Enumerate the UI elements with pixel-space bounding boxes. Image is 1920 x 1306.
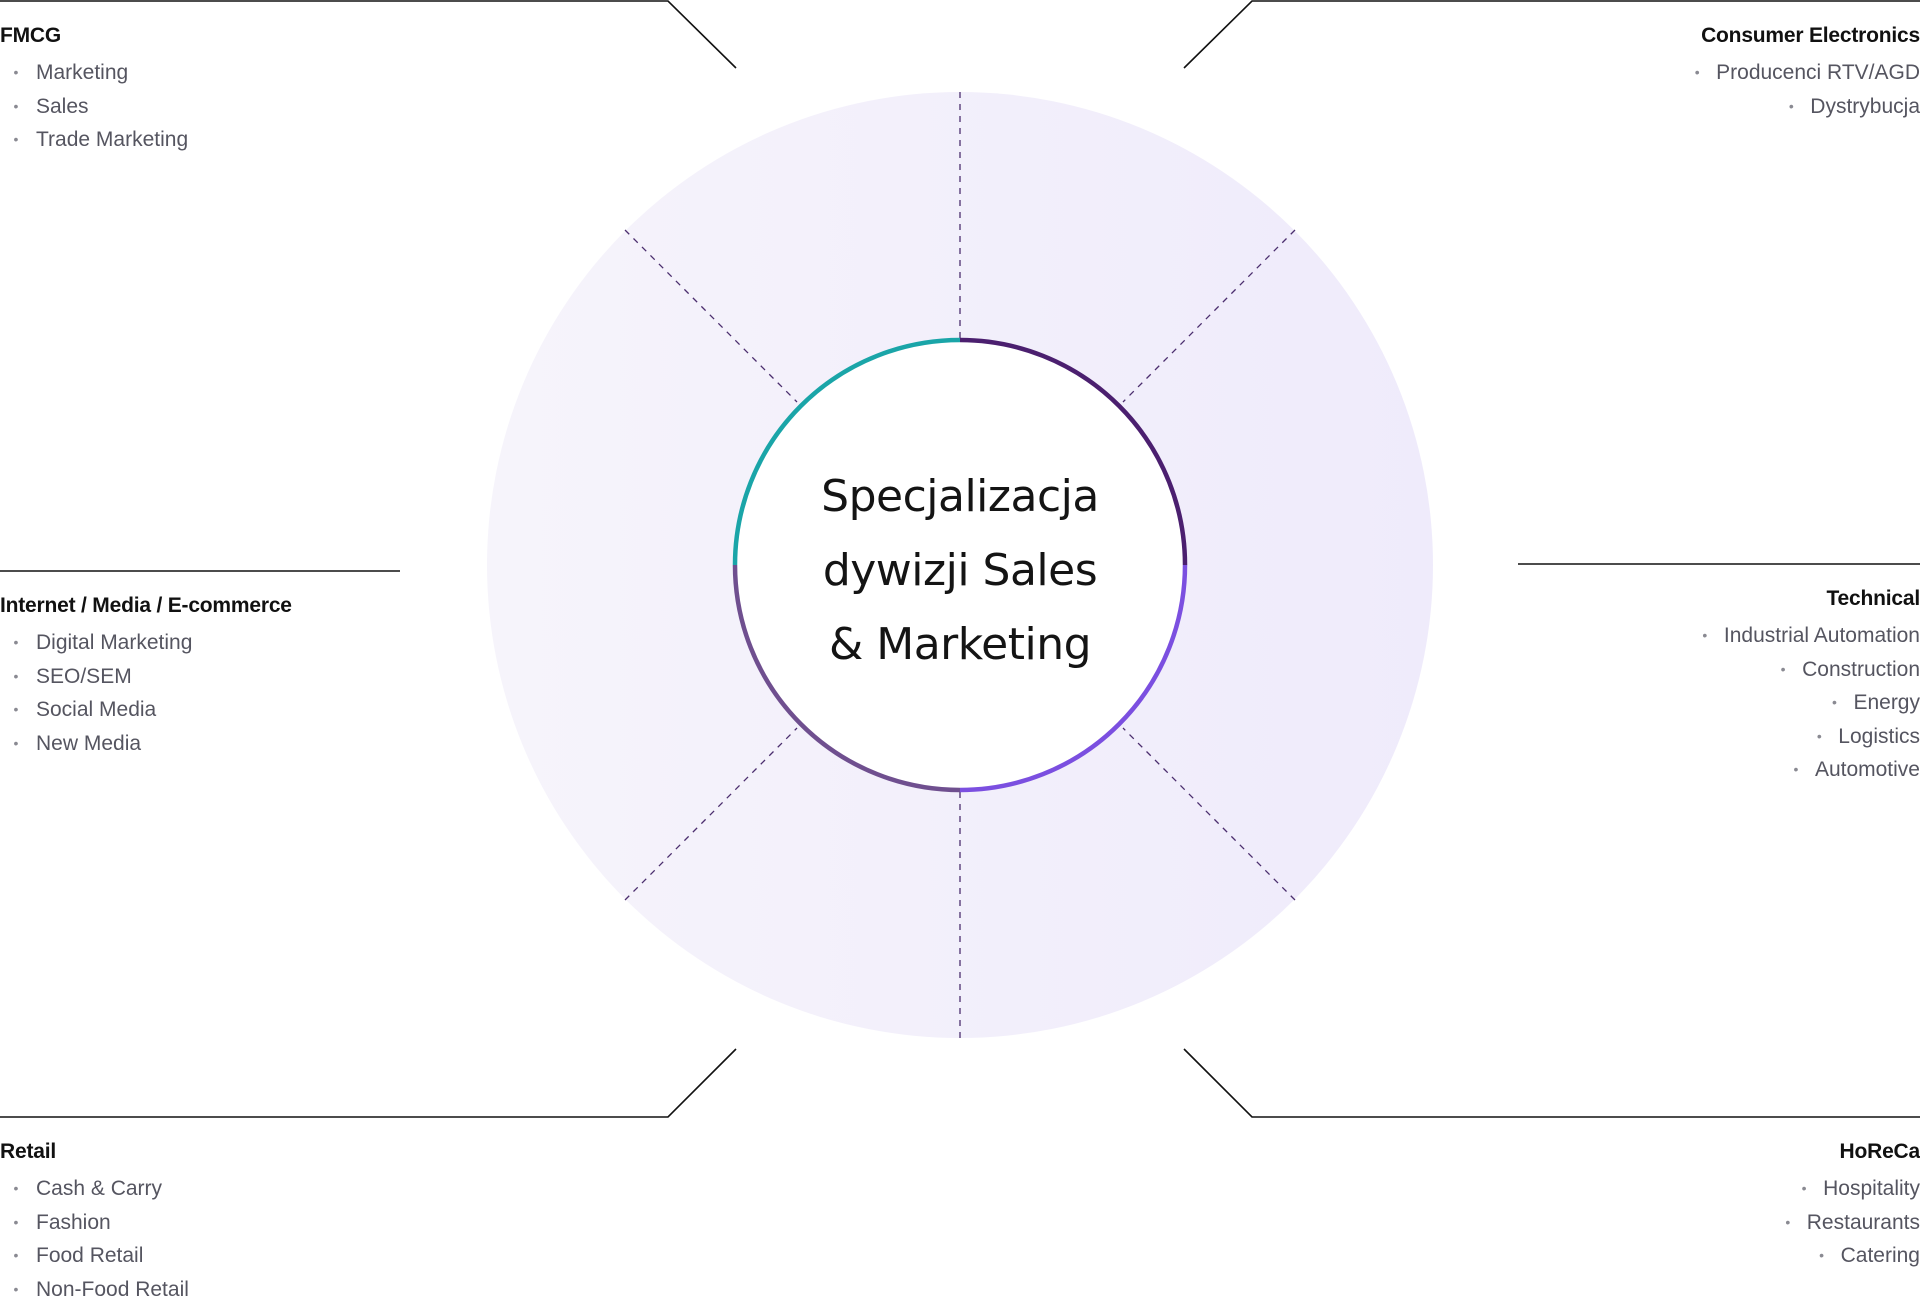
bullet-icon: • bbox=[9, 1273, 23, 1306]
bullet-icon: • bbox=[1789, 753, 1803, 787]
sector-list: •Producenci RTV/AGD •Dystrybucja bbox=[1460, 56, 1920, 123]
list-item: •Dystrybucja bbox=[1460, 90, 1920, 124]
sector-list: •Cash & Carry •Fashion •Food Retail •Non… bbox=[0, 1172, 460, 1306]
bullet-icon: • bbox=[1784, 90, 1798, 124]
list-item: •Hospitality bbox=[1460, 1172, 1920, 1206]
list-item: •Construction bbox=[1460, 653, 1920, 687]
list-item: •Catering bbox=[1460, 1239, 1920, 1273]
bullet-icon: • bbox=[1815, 1239, 1829, 1273]
sector-list: •Marketing •Sales •Trade Marketing bbox=[0, 56, 460, 157]
list-item: •Producenci RTV/AGD bbox=[1460, 56, 1920, 90]
sector-title: Internet / Media / E-commerce bbox=[0, 593, 460, 619]
bullet-icon: • bbox=[1698, 619, 1712, 653]
list-item: •Fashion bbox=[0, 1206, 460, 1240]
sector-technical: Technical •Industrial Automation •Constr… bbox=[1460, 586, 1920, 787]
list-item: •Energy bbox=[1460, 686, 1920, 720]
center-title: Specjalizacja dywizji Sales & Marketing bbox=[810, 460, 1110, 682]
sector-title: HoReCa bbox=[1460, 1139, 1920, 1165]
sector-internet-media: Internet / Media / E-commerce •Digital M… bbox=[0, 593, 460, 760]
sector-retail: Retail •Cash & Carry •Fashion •Food Reta… bbox=[0, 1139, 460, 1306]
bullet-icon: • bbox=[9, 660, 23, 694]
bullet-icon: • bbox=[9, 626, 23, 660]
bullet-icon: • bbox=[9, 123, 23, 157]
sector-horeca: HoReCa •Hospitality •Restaurants •Cateri… bbox=[1460, 1139, 1920, 1273]
connector-retail bbox=[0, 1049, 736, 1117]
bullet-icon: • bbox=[1812, 720, 1826, 754]
list-item: •Cash & Carry bbox=[0, 1172, 460, 1206]
list-item: •Social Media bbox=[0, 693, 460, 727]
bullet-icon: • bbox=[9, 56, 23, 90]
bullet-icon: • bbox=[1781, 1206, 1795, 1240]
list-item: •Trade Marketing bbox=[0, 123, 460, 157]
sector-consumer-electronics: Consumer Electronics •Producenci RTV/AGD… bbox=[1460, 23, 1920, 123]
bullet-icon: • bbox=[9, 1239, 23, 1273]
sector-title: FMCG bbox=[0, 23, 460, 49]
list-item: •Automotive bbox=[1460, 753, 1920, 787]
list-item: •Logistics bbox=[1460, 720, 1920, 754]
bullet-icon: • bbox=[1690, 56, 1704, 90]
list-item: •Sales bbox=[0, 90, 460, 124]
list-item: •Digital Marketing bbox=[0, 626, 460, 660]
sector-fmcg: FMCG •Marketing •Sales •Trade Marketing bbox=[0, 23, 460, 157]
sector-list: •Hospitality •Restaurants •Catering bbox=[1460, 1172, 1920, 1273]
sector-title: Retail bbox=[0, 1139, 460, 1165]
list-item: •Non-Food Retail bbox=[0, 1273, 460, 1306]
sector-list: •Industrial Automation •Construction •En… bbox=[1460, 619, 1920, 787]
connector-horeca bbox=[1184, 1049, 1920, 1117]
list-item: •Restaurants bbox=[1460, 1206, 1920, 1240]
list-item: •Marketing bbox=[0, 56, 460, 90]
bullet-icon: • bbox=[9, 727, 23, 761]
list-item: •SEO/SEM bbox=[0, 660, 460, 694]
list-item: •New Media bbox=[0, 727, 460, 761]
sector-title: Technical bbox=[1460, 586, 1920, 612]
bullet-icon: • bbox=[1776, 653, 1790, 687]
bullet-icon: • bbox=[9, 693, 23, 727]
sector-title: Consumer Electronics bbox=[1460, 23, 1920, 49]
sector-list: •Digital Marketing •SEO/SEM •Social Medi… bbox=[0, 626, 460, 760]
bullet-icon: • bbox=[9, 1206, 23, 1240]
bullet-icon: • bbox=[9, 90, 23, 124]
bullet-icon: • bbox=[9, 1172, 23, 1206]
bullet-icon: • bbox=[1827, 686, 1841, 720]
bullet-icon: • bbox=[1797, 1172, 1811, 1206]
list-item: •Industrial Automation bbox=[1460, 619, 1920, 653]
list-item: •Food Retail bbox=[0, 1239, 460, 1273]
